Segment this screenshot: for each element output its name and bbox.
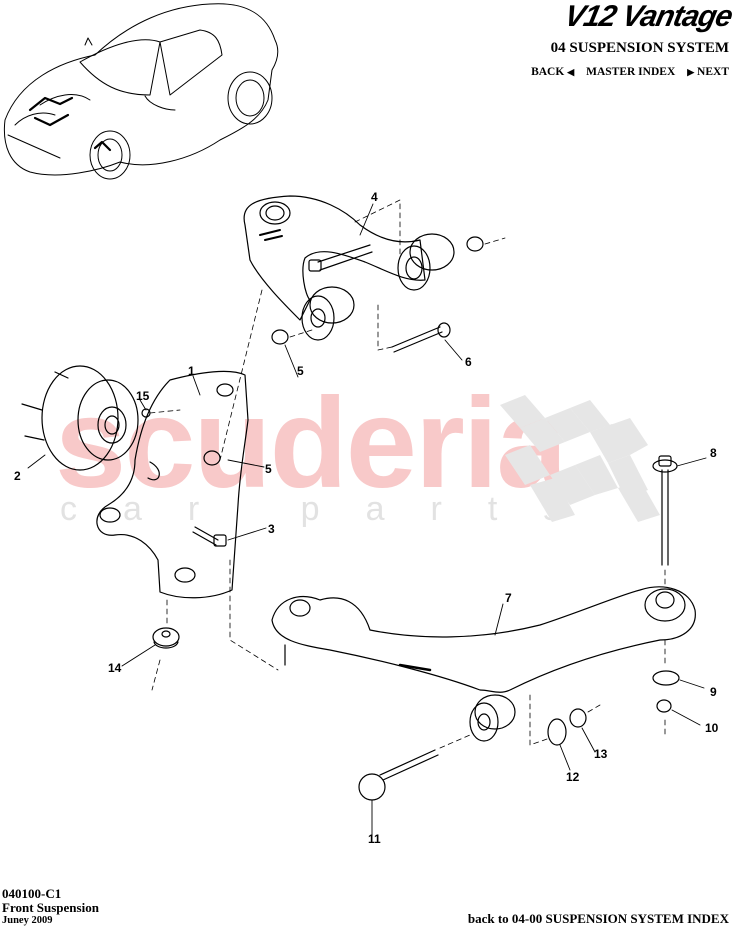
next-link[interactable]: ▶ NEXT: [687, 66, 729, 78]
callout-2[interactable]: 2: [14, 469, 21, 483]
back-to-index-link[interactable]: back to 04-00 SUSPENSION SYSTEM INDEX: [467, 911, 729, 926]
callout-3[interactable]: 3: [268, 522, 275, 536]
callout-7[interactable]: 7: [505, 591, 512, 605]
diagram-title: Front Suspension: [2, 900, 99, 915]
section-title: 04 SUSPENSION SYSTEM: [550, 40, 729, 56]
master-index-link[interactable]: MASTER INDEX: [586, 66, 676, 78]
washer-part-12: [547, 718, 567, 746]
brand-logo: V12 Vantage: [561, 0, 735, 33]
nut-part-13: [569, 708, 587, 728]
callout-14[interactable]: 14: [108, 661, 122, 675]
triangle-right-icon: ▶: [687, 67, 695, 77]
callout-5-knuckle[interactable]: 5: [265, 462, 272, 476]
triangle-left-icon: ◀: [567, 67, 575, 77]
diagram-date: Juney 2009: [2, 915, 53, 926]
nut-part-5-upper: [271, 329, 289, 345]
callout-12[interactable]: 12: [566, 770, 580, 784]
bolt-part-6: [391, 322, 451, 353]
checkered-flag-watermark: [500, 395, 660, 522]
callout-11[interactable]: 11: [368, 832, 381, 846]
callout-13[interactable]: 13: [594, 747, 608, 761]
next-label: NEXT: [697, 66, 729, 78]
callout-4[interactable]: 4: [371, 190, 378, 204]
diagram-code: 040100-C1: [2, 886, 62, 901]
watermark-subtext: car parts: [60, 490, 607, 528]
lower-control-arm-part-7: [271, 586, 696, 742]
callout-6[interactable]: 6: [465, 355, 472, 369]
callout-8[interactable]: 8: [710, 446, 717, 460]
bolt-part-11: [358, 749, 439, 801]
washer-part-14: [152, 627, 180, 649]
wheel-hub-part-2: [21, 365, 139, 471]
washer-part-9: [652, 670, 680, 686]
page-navigation: BACK ◀ MASTER INDEX ▶ NEXT: [531, 66, 729, 78]
callout-15[interactable]: 15: [136, 389, 150, 403]
back-label: BACK: [531, 66, 565, 78]
callout-10[interactable]: 10: [705, 721, 719, 735]
car-overview-illustration: [3, 3, 279, 180]
callout-5-upper[interactable]: 5: [297, 364, 304, 378]
nut-part-10: [656, 699, 672, 713]
callout-1[interactable]: 1: [188, 364, 195, 378]
back-link[interactable]: BACK ◀: [531, 66, 574, 78]
knuckle-part-1: [96, 370, 249, 599]
upper-wishbone-part-4: [243, 195, 455, 341]
callout-9[interactable]: 9: [710, 685, 717, 699]
